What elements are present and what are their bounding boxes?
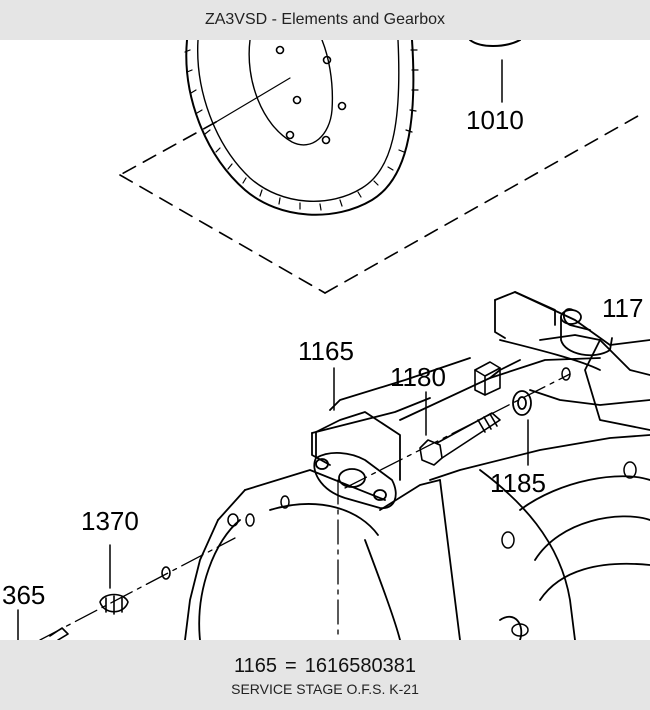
callout-1165[interactable]: 1165 (298, 336, 354, 366)
service-stage: SERVICE STAGE O.F.S. K-21 (231, 681, 419, 697)
part-reference: 1165 (234, 655, 278, 677)
page-title: ZA3VSD - Elements and Gearbox (204, 11, 446, 28)
part-1180-bolt (419, 412, 501, 466)
part-info-footer: 1165 = 1616580381 SERVICE STAGE O.F.S. K-2… (0, 640, 650, 710)
title-bar: ZA3VSD - Elements and Gearbox (0, 0, 650, 40)
callout-1180[interactable]: 1180 (390, 362, 446, 392)
housing-holes (227, 367, 637, 637)
callout-1185[interactable]: 1185 (490, 468, 546, 498)
callout-1010[interactable]: 1010 (466, 105, 524, 135)
small-block-part (474, 361, 501, 396)
part-1370-fitting (99, 566, 171, 615)
leader-lines (17, 59, 529, 640)
dashed-mounting-plane (119, 111, 646, 294)
part-number-line: 1165 = 1616580381 (234, 653, 416, 679)
callout-365[interactable]: 365 (2, 580, 45, 610)
callout-1370[interactable]: 1370 (81, 506, 139, 536)
flywheel (184, 40, 521, 216)
callout-117[interactable]: 117 (602, 293, 643, 323)
exploded-parts-diagram[interactable]: 1010 117 1165 1180 1185 1370 365 (0, 40, 650, 640)
part-1185-washer (512, 390, 532, 416)
center-axis-lines (39, 373, 571, 640)
equals-sign: = (285, 655, 297, 677)
part-number: 1616580381 (304, 655, 416, 677)
part-1165-flange (313, 411, 401, 509)
gearbox-housing (184, 291, 650, 640)
